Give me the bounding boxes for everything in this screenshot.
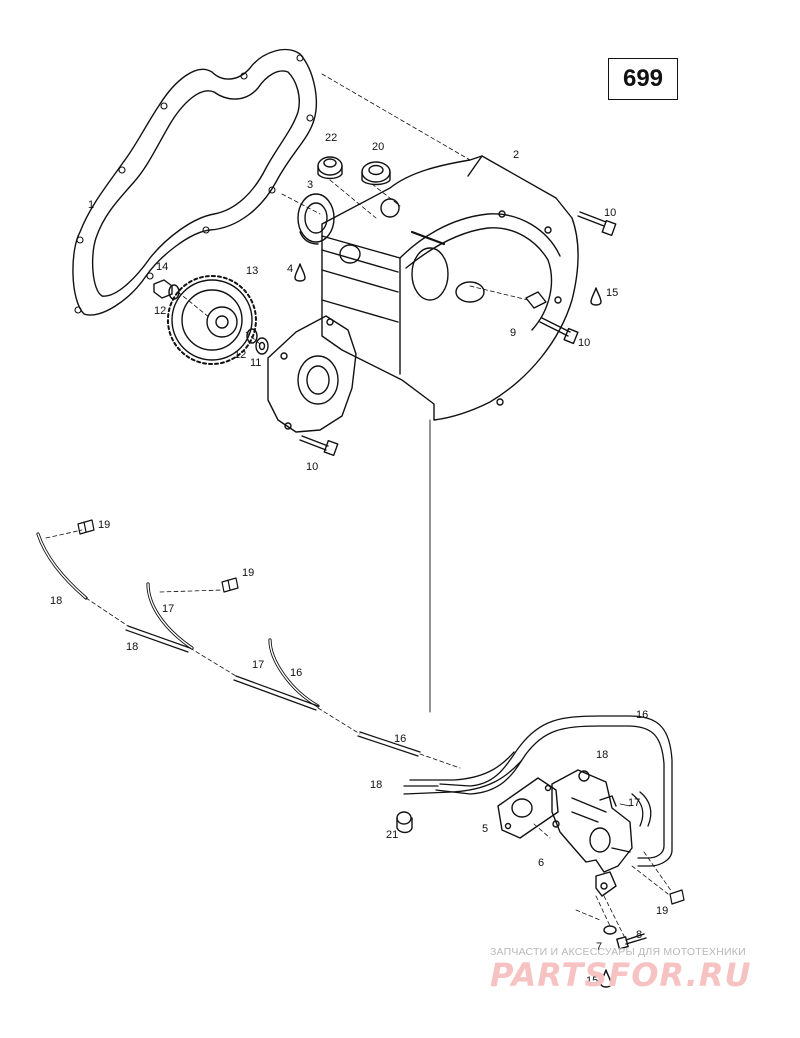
- hose-17-left: [146, 582, 194, 650]
- callout-17c: 17: [628, 797, 641, 809]
- page-number-box: 699: [608, 58, 678, 100]
- callout-17b: 17: [252, 659, 265, 671]
- hose-16-segment: [357, 731, 421, 757]
- sealant-drop-4: [294, 263, 306, 282]
- hose-18-segment: [125, 625, 191, 653]
- callout-19c: 19: [656, 905, 669, 917]
- hose-17-pump: [639, 791, 652, 827]
- hose-clip-19a: [77, 519, 95, 535]
- callout-18a: 18: [50, 595, 63, 607]
- gasket-bolt-holes: [74, 54, 314, 314]
- washer-part-11: [255, 337, 269, 355]
- hose-16-left: [268, 638, 320, 708]
- callout-16c: 16: [636, 709, 649, 721]
- callout-12b: 12: [234, 349, 247, 361]
- hose-18-left: [36, 532, 88, 600]
- watermark-logo: PARTSFOR.RU: [490, 956, 752, 994]
- screw-part-8: [616, 933, 647, 950]
- hose-clip-19b: [221, 577, 239, 593]
- watermark-tagline: ЗАПЧАСТИ И АКСЕССУАРЫ ДЛЯ МОТОТЕХНИКИ: [490, 946, 746, 958]
- callout-15b: 15: [586, 975, 599, 987]
- screw-part-10a: [577, 211, 617, 237]
- callout-22: 22: [325, 132, 338, 144]
- oil-seal-part: [297, 193, 335, 243]
- callout-4: 4: [287, 263, 294, 275]
- washer-part-7: [603, 925, 617, 935]
- callout-18d: 18: [596, 749, 609, 761]
- sealant-drop-15b: [600, 969, 612, 988]
- washer-part-12a: [168, 284, 180, 300]
- callout-16b: 16: [394, 733, 407, 745]
- callout-6: 6: [538, 857, 545, 869]
- gasket-part: [72, 49, 317, 316]
- callout-13: 13: [246, 265, 259, 277]
- callout-9: 9: [510, 327, 517, 339]
- callout-18c: 18: [370, 779, 383, 791]
- callout-7: 7: [596, 941, 603, 953]
- sleeve-part-21: [396, 811, 413, 834]
- callout-2: 2: [513, 149, 520, 161]
- screw-part-10b: [539, 317, 579, 345]
- callout-11: 11: [250, 357, 262, 369]
- valve-cover-part: [267, 315, 357, 433]
- hose-16-loop: [435, 715, 673, 867]
- callout-19b: 19: [242, 567, 255, 579]
- hose-17-segment: [233, 675, 319, 711]
- callout-20: 20: [372, 141, 385, 153]
- callout-8: 8: [636, 929, 643, 941]
- crankcase-housing-part: [321, 155, 579, 421]
- callout-10b: 10: [578, 337, 591, 349]
- callout-21: 21: [386, 829, 399, 841]
- callout-18b: 18: [126, 641, 139, 653]
- callout-15a: 15: [606, 287, 619, 299]
- callout-19a: 19: [98, 519, 111, 531]
- callout-16a: 16: [290, 667, 303, 679]
- callout-10c: 10: [306, 461, 319, 473]
- callout-10a: 10: [604, 207, 617, 219]
- oil-pump-part-6: [551, 769, 633, 897]
- callout-12a: 12: [154, 305, 167, 317]
- callout-14: 14: [156, 261, 169, 273]
- washer-part-12b: [246, 328, 258, 344]
- hose-18-loop: [403, 751, 523, 795]
- pump-gasket-part-5: [497, 777, 559, 839]
- gear-part: [167, 275, 257, 365]
- hose-clip-19c: [669, 889, 685, 905]
- callout-3: 3: [307, 179, 314, 191]
- callout-5: 5: [482, 823, 489, 835]
- screw-part-10c: [299, 435, 339, 457]
- callout-1: 1: [88, 199, 95, 211]
- callout-17a: 17: [162, 603, 175, 615]
- clip-part-9: [525, 291, 547, 309]
- sealant-drop-15: [590, 287, 602, 306]
- nut-part-14: [153, 279, 173, 299]
